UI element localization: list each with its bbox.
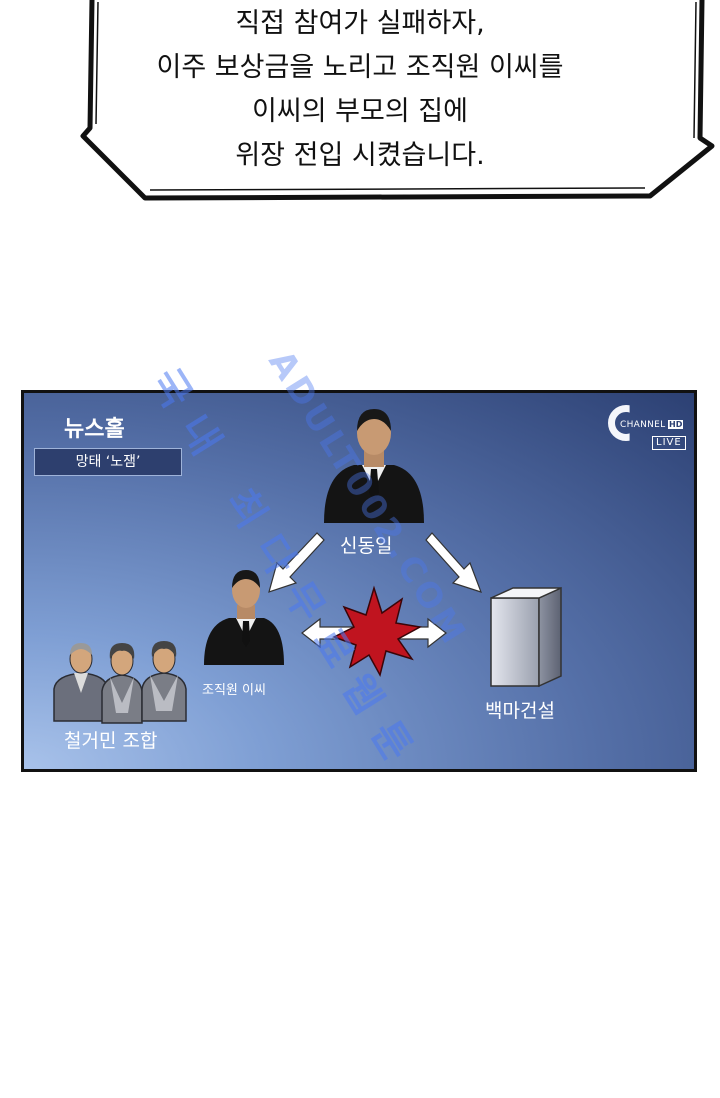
news-panel: 뉴스홀 망태 ‘노잼’ CHANNEL HD LIVE 신동일 조직원 이씨 철…	[21, 390, 697, 772]
left-person-figure	[204, 570, 284, 665]
diagram-graphics	[53, 409, 562, 724]
union-figures	[53, 641, 187, 724]
top-person-figure	[324, 409, 424, 523]
label-building: 백마건설	[485, 700, 555, 722]
speech-line-3: 이씨의 부모의 집에	[252, 96, 468, 127]
clash-burst	[332, 585, 423, 678]
speech-box-border	[80, 0, 715, 201]
channel-c-icon	[608, 405, 630, 441]
speech-line-1: 직접 참여가 실패하자,	[235, 8, 485, 39]
logo-hd-badge: HD	[668, 420, 684, 429]
logo-live-badge: LIVE	[652, 436, 686, 450]
arrow-to-building	[425, 532, 483, 593]
speech-line-4: 위장 전입 시켰습니다.	[235, 140, 485, 171]
building-figure	[490, 586, 562, 688]
label-top-person: 신동일	[340, 535, 393, 557]
speech-text: 직접 참여가 실패하자, 이주 보상금을 노리고 조직원 이씨를 이씨의 부모의…	[120, 2, 600, 178]
label-union: 철거민 조합	[64, 730, 158, 752]
speech-line-2: 이주 보상금을 노리고 조직원 이씨를	[156, 52, 564, 83]
channel-logo: CHANNEL HD LIVE	[606, 403, 686, 455]
label-left-person: 조직원 이씨	[202, 683, 266, 698]
logo-channel-text: CHANNEL	[620, 420, 666, 430]
speech-box: 직접 참여가 실패하자, 이주 보상금을 노리고 조직원 이씨를 이씨의 부모의…	[0, 0, 720, 215]
news-title: 뉴스홀	[64, 417, 125, 442]
arrow-to-lee	[268, 532, 325, 593]
news-subtitle: 망태 ‘노잼’	[34, 448, 182, 476]
